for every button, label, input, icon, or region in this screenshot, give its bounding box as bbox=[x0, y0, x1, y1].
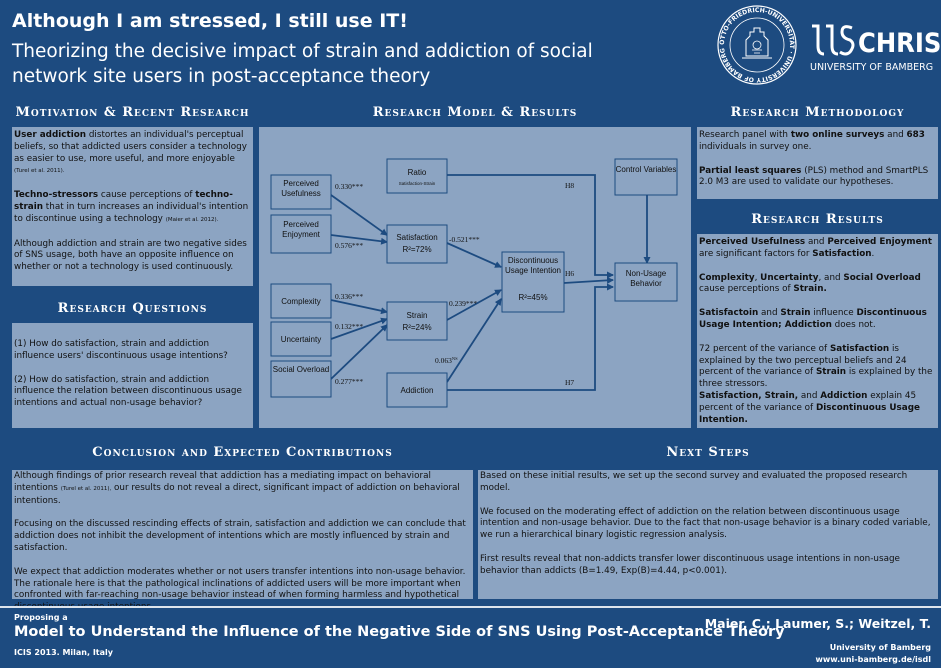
coef-sat-dui: -0.521*** bbox=[449, 235, 480, 244]
box-complexity: Complexity bbox=[281, 297, 321, 306]
poster-header: Although I am stressed, I still use IT! … bbox=[0, 0, 941, 92]
box-uncertainty: Uncertainty bbox=[281, 335, 321, 344]
conclusion-heading: Conclusion and Expected Contributions bbox=[12, 436, 473, 470]
coef-comp-str: 0.336*** bbox=[335, 292, 363, 301]
label-overload: Social Overload bbox=[272, 365, 330, 374]
results-heading: Research Results bbox=[697, 206, 938, 234]
poster-footer: Proposing a Model to Understand the Infl… bbox=[0, 606, 941, 668]
coef-str-dui: 0.239*** bbox=[449, 299, 477, 308]
next-steps-panel: Next Steps Based on these initial result… bbox=[478, 436, 938, 599]
label-pu: Perceived Usefulness bbox=[281, 179, 321, 198]
coef-pe-sat: 0.576*** bbox=[335, 241, 363, 250]
model-panel: Research Model & Results bbox=[259, 99, 691, 428]
questions-text: (1) How do satisfaction, strain and addi… bbox=[14, 339, 242, 409]
label-pe: Perceived Enjoyment bbox=[282, 220, 320, 239]
chris-brand-subtitle: UNIVERSITY OF BAMBERG bbox=[810, 62, 934, 73]
methodology-text: Research panel with two online surveys a… bbox=[699, 130, 929, 188]
methodology-panel: Research Methodology Research panel with… bbox=[697, 99, 938, 199]
chris-logo-icon bbox=[812, 24, 855, 56]
footer-authors: Maier, C.; Laumer, S.; Weitzel, T. bbox=[704, 616, 931, 631]
questions-heading: Research Questions bbox=[12, 295, 253, 323]
label-nub: Non-Usage Behavior bbox=[625, 269, 667, 288]
next-steps-text: Based on these initial results, we set u… bbox=[480, 471, 931, 576]
footer-main-title: Model to Understand the Influence of the… bbox=[14, 624, 785, 640]
results-panel: Research Results Perceived Usefulness an… bbox=[697, 206, 938, 428]
label-h6: H6 bbox=[565, 269, 574, 278]
motivation-panel: Motivation & Recent Research User addict… bbox=[12, 99, 253, 286]
box-strain: Strain bbox=[407, 311, 428, 320]
next-steps-heading: Next Steps bbox=[478, 436, 938, 470]
motivation-text: User addiction distortes an individual's… bbox=[14, 130, 249, 273]
chris-brand-name: CHRIS bbox=[858, 28, 941, 59]
footer-university: University of Bamberg bbox=[829, 643, 931, 652]
footer-divider bbox=[0, 606, 941, 608]
questions-panel: Research Questions (1) How do satisfacti… bbox=[12, 295, 253, 428]
coef-unc-str: 0.132*** bbox=[335, 322, 363, 331]
model-heading: Research Model & Results bbox=[259, 99, 691, 127]
poster-subtitle: Theorizing the decisive impact of strain… bbox=[12, 41, 593, 87]
conclusion-text: Although findings of prior research reve… bbox=[14, 471, 466, 612]
methodology-heading: Research Methodology bbox=[697, 99, 938, 127]
footer-proposing: Proposing a bbox=[14, 613, 68, 622]
box-satisfaction: Satisfaction bbox=[396, 233, 437, 242]
coef-add-dui: 0.063NS bbox=[435, 356, 458, 365]
university-seal-icon: OTTO-FRIEDRICH-UNIVERSITÄT · UNIVERSITY … bbox=[716, 4, 797, 85]
conclusion-panel: Conclusion and Expected Contributions Al… bbox=[12, 436, 473, 612]
motivation-heading: Motivation & Recent Research bbox=[12, 99, 253, 127]
box-ratio: Ratio bbox=[408, 168, 427, 177]
box-ratio-sub: Satisfaction-Strain bbox=[399, 181, 436, 186]
label-h8: H8 bbox=[565, 181, 574, 190]
box-dui-r2: R²=45% bbox=[518, 293, 547, 302]
box-addiction: Addiction bbox=[401, 386, 434, 395]
coef-ovl-str: 0.277*** bbox=[335, 377, 363, 386]
label-control: Control Variables bbox=[615, 165, 677, 174]
research-model-diagram: Complexity Uncertainty Ratio Satisfactio… bbox=[270, 158, 678, 408]
results-text: Perceived Usefulness and Perceived Enjoy… bbox=[699, 237, 933, 425]
box-strain-r2: R²=24% bbox=[402, 323, 431, 332]
label-h7: H7 bbox=[565, 378, 574, 387]
label-dui: Discontinuous Usage Intention bbox=[504, 256, 562, 275]
box-satisfaction-r2: R²=72% bbox=[402, 245, 431, 254]
poster-title: Although I am stressed, I still use IT! bbox=[12, 10, 408, 32]
coef-pu-sat: 0.330*** bbox=[335, 182, 363, 191]
footer-url[interactable]: www.uni-bamberg.de/isdl bbox=[815, 655, 931, 664]
footer-venue: ICIS 2013. Milan, Italy bbox=[14, 648, 113, 657]
